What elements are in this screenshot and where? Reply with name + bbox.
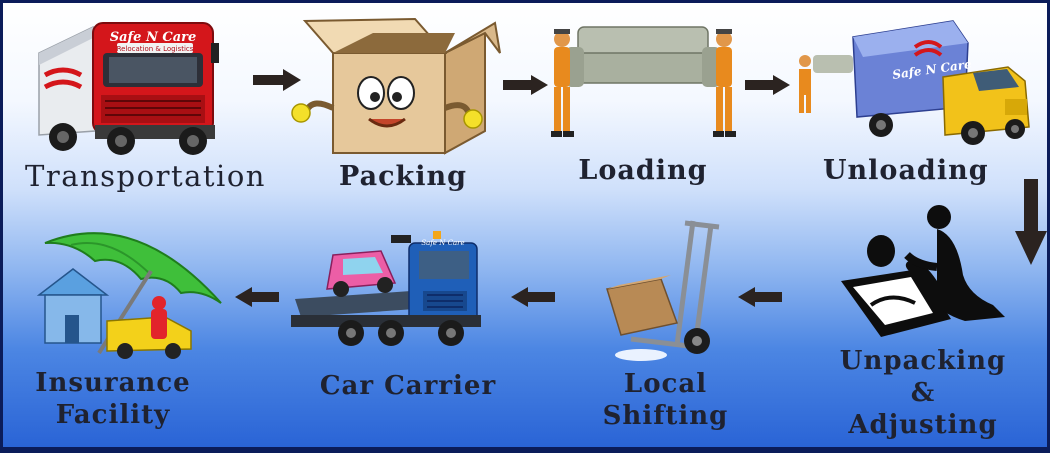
label-line: Adjusting [848,410,998,440]
label-line: Insurance [35,368,191,398]
step-label-loading: Loading [578,155,708,186]
label-line: Shifting [602,401,729,431]
step-label-unpacking: Unpacking & Adjusting [838,345,1008,441]
step-label-packing: Packing [339,161,467,192]
arrow-right-icon [503,75,548,95]
arrow-left-icon [738,287,782,307]
red-truck-illustration: Safe N Care Relocation & Logistics [38,22,219,155]
unpacking-person-silhouette [841,205,1005,337]
step-label-unloading: Unloading [823,155,989,186]
step-label-car-carrier: Car Carrier [319,371,497,401]
label-line: Local [623,369,708,399]
delivery-truck-illustration: Safe N Care [799,20,1030,145]
process-diagram: Safe N Care Relocation & Logistics Trans… [3,3,1047,447]
car-carrier-truck-illustration: Safe N Care [291,231,481,346]
label-line: & [910,378,936,408]
insurance-umbrella-illustration [36,232,222,359]
step-label-insurance: Insurance Facility [18,367,208,431]
truck-brand-text: Safe N Care [110,30,197,45]
cardboard-box-illustration [291,17,501,155]
arrow-left-icon [511,287,555,307]
arrow-left-icon [235,287,279,307]
arrow-right-icon [253,69,301,91]
label-line: Facility [55,400,171,430]
truck-tagline-text: Relocation & Logistics [117,45,194,53]
movers-sofa-illustration [551,26,736,137]
arrow-down-icon [1015,179,1047,265]
step-label-local-shifting: Local Shifting [588,368,743,432]
step-label-transportation: Transportation [25,159,266,193]
hand-truck-illustration [606,220,720,361]
truck-brand-text: Safe N Care [421,239,464,247]
arrow-right-icon [745,75,790,95]
label-line: Unpacking [839,346,1007,376]
